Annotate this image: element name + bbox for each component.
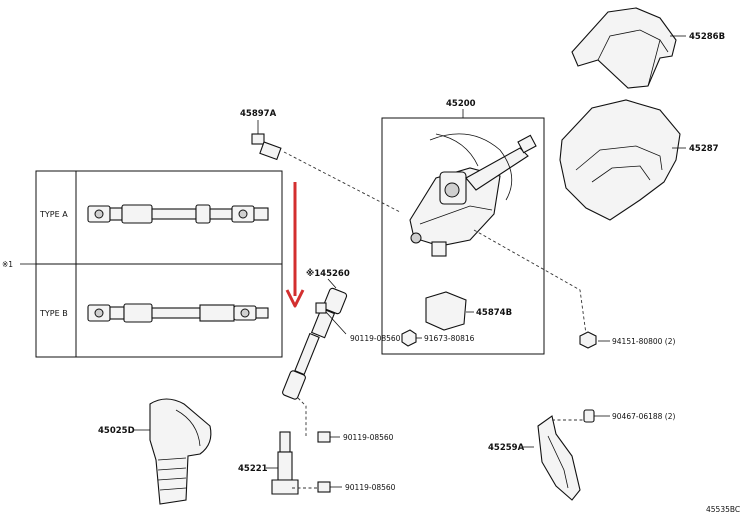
red-arrow-indicator — [285, 182, 305, 308]
label-45200: 45200 — [446, 99, 476, 109]
intermediate-shaft-45260: ※145260 90119-08560 — [282, 268, 401, 436]
clip-90467-06188: 90467-06188 (2) — [583, 409, 676, 423]
note-1-label: ※1 — [2, 260, 13, 269]
label-90119-top: 90119-08560 — [350, 334, 401, 343]
intermediate-shaft-type-a — [87, 204, 269, 224]
label-45874b: 45874B — [476, 308, 512, 318]
type-a-label: TYPE A — [39, 210, 68, 219]
steering-column-assembly-45200: 45200 — [381, 99, 587, 355]
type-b-label: TYPE B — [39, 309, 68, 318]
label-45260: ※145260 — [306, 268, 350, 279]
label-45221: 45221 — [238, 464, 268, 474]
label-90119-bot: 90119-08560 — [345, 483, 396, 492]
bolt-45897a: 45897A — [240, 109, 401, 213]
intermediate-shaft-type-b — [87, 303, 269, 323]
label-90119-mid: 90119-08560 — [343, 433, 394, 442]
column-cover-upper-45286b: 45286B — [571, 7, 725, 89]
label-90467: 90467-06188 (2) — [612, 412, 676, 421]
bracket-45259a: 45259A — [488, 415, 586, 501]
label-91673: 91673-80816 — [424, 334, 475, 343]
label-45286b: 45286B — [689, 32, 725, 42]
diagram-code: 45535BC — [706, 505, 740, 514]
hole-cover-45025d: 45025D — [98, 398, 212, 505]
bolt-90119-bottom: 90119-08560 — [317, 481, 396, 493]
bracket-45874b: 45874B — [425, 291, 512, 331]
label-45025d: 45025D — [98, 426, 135, 436]
sliding-yoke-45221: 45221 — [238, 431, 318, 495]
label-45259a: 45259A — [488, 443, 525, 453]
bolt-90119-middle: 90119-08560 — [317, 431, 394, 443]
column-cover-lower-45287: 45287 — [559, 99, 719, 221]
label-94151: 94151-80800 (2) — [612, 337, 676, 346]
type-options-frame: ※1 TYPE A TYPE B — [2, 170, 283, 358]
label-45897a: 45897A — [240, 109, 277, 119]
label-45287: 45287 — [689, 144, 719, 154]
bolt-91673-80816: 91673-80816 — [401, 329, 475, 347]
nut-94151-80800: 94151-80800 (2) — [579, 331, 676, 349]
